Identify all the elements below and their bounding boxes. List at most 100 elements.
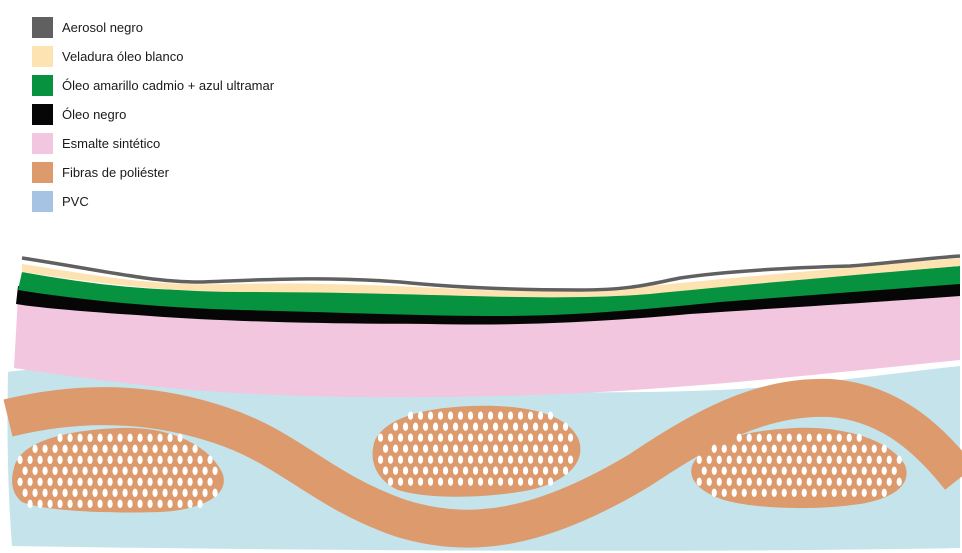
fiber-dot bbox=[877, 478, 882, 486]
fiber-dot bbox=[473, 445, 478, 453]
fiber-dot bbox=[468, 456, 473, 464]
fiber-dot bbox=[107, 434, 112, 442]
fiber-dot bbox=[67, 478, 72, 486]
fiber-dot bbox=[817, 456, 822, 464]
fiber-dot bbox=[533, 423, 538, 431]
fiber-dot bbox=[842, 489, 847, 497]
fiber-dot bbox=[167, 478, 172, 486]
fiber-dot bbox=[767, 478, 772, 486]
fiber-dot bbox=[548, 456, 553, 464]
fiber-dot bbox=[498, 412, 503, 420]
fiber-dot bbox=[772, 445, 777, 453]
fiber-dot bbox=[528, 456, 533, 464]
fiber-dot bbox=[792, 445, 797, 453]
fiber-dot bbox=[212, 489, 217, 497]
fiber-dot bbox=[32, 489, 37, 497]
fiber-dot bbox=[197, 500, 202, 508]
fiber-dot bbox=[182, 467, 187, 475]
fiber-dot bbox=[102, 445, 107, 453]
fiber-dot bbox=[458, 412, 463, 420]
fiber-dot bbox=[767, 434, 772, 442]
fiber-dot bbox=[137, 478, 142, 486]
fiber-dot bbox=[767, 456, 772, 464]
fiber-dot bbox=[413, 445, 418, 453]
fiber-dot bbox=[77, 434, 82, 442]
fiber-dot bbox=[433, 445, 438, 453]
fiber-dot bbox=[822, 445, 827, 453]
fiber-dot bbox=[458, 456, 463, 464]
fiber-dot bbox=[842, 467, 847, 475]
fiber-dot bbox=[722, 489, 727, 497]
fiber-dot bbox=[398, 434, 403, 442]
fiber-dot bbox=[737, 456, 742, 464]
fiber-dot bbox=[493, 423, 498, 431]
fiber-dot bbox=[807, 478, 812, 486]
fiber-dot bbox=[762, 467, 767, 475]
fiber-dot bbox=[568, 434, 573, 442]
fiber-dot bbox=[737, 434, 742, 442]
fiber-dot bbox=[112, 445, 117, 453]
fiber-dot bbox=[107, 456, 112, 464]
fiber-dot bbox=[533, 445, 538, 453]
fiber-dot bbox=[112, 467, 117, 475]
fiber-dot bbox=[797, 456, 802, 464]
fiber-dot bbox=[408, 434, 413, 442]
fiber-dot bbox=[538, 412, 543, 420]
fiber-dot bbox=[37, 500, 42, 508]
fiber-dot bbox=[167, 456, 172, 464]
fiber-dot bbox=[102, 467, 107, 475]
fiber-dot bbox=[433, 467, 438, 475]
fiber-dot bbox=[787, 478, 792, 486]
fiber-dot bbox=[77, 500, 82, 508]
fiber-dot bbox=[772, 467, 777, 475]
fiber-dot bbox=[897, 478, 902, 486]
fiber-dot bbox=[112, 489, 117, 497]
fiber-dot bbox=[493, 467, 498, 475]
fiber-dot bbox=[478, 412, 483, 420]
fiber-dot bbox=[157, 456, 162, 464]
fiber-dot bbox=[852, 467, 857, 475]
fiber-dot bbox=[777, 456, 782, 464]
fiber-dot bbox=[127, 434, 132, 442]
fiber-dot bbox=[882, 489, 887, 497]
fiber-dot bbox=[62, 445, 67, 453]
fiber-dot bbox=[782, 445, 787, 453]
fiber-dot bbox=[523, 467, 528, 475]
fiber-dot bbox=[428, 478, 433, 486]
fiber-dot bbox=[488, 478, 493, 486]
fiber-dot bbox=[378, 456, 383, 464]
fiber-dot bbox=[473, 467, 478, 475]
fiber-dot bbox=[777, 478, 782, 486]
fiber-dot bbox=[443, 423, 448, 431]
fiber-dot bbox=[862, 467, 867, 475]
fiber-dot bbox=[408, 412, 413, 420]
fiber-dot bbox=[32, 445, 37, 453]
fiber-dot bbox=[122, 467, 127, 475]
fiber-dot bbox=[852, 445, 857, 453]
fiber-dot bbox=[513, 467, 518, 475]
fiber-dot bbox=[72, 445, 77, 453]
fiber-dot bbox=[872, 445, 877, 453]
fiber-dot bbox=[747, 478, 752, 486]
fiber-dot bbox=[528, 434, 533, 442]
fiber-dot bbox=[872, 467, 877, 475]
fiber-dot bbox=[707, 478, 712, 486]
fiber-dot bbox=[508, 478, 513, 486]
fiber-dot bbox=[428, 434, 433, 442]
fiber-dot bbox=[192, 467, 197, 475]
fiber-dot bbox=[137, 434, 142, 442]
fiber-dot bbox=[438, 456, 443, 464]
fiber-dot bbox=[817, 434, 822, 442]
fiber-dot bbox=[82, 445, 87, 453]
fiber-dot bbox=[162, 445, 167, 453]
fiber-dot bbox=[47, 456, 52, 464]
fiber-dot bbox=[732, 445, 737, 453]
fiber-dot bbox=[418, 412, 423, 420]
fiber-dot bbox=[812, 467, 817, 475]
fiber-dot bbox=[192, 445, 197, 453]
fiber-dot bbox=[508, 456, 513, 464]
fiber-dot bbox=[453, 445, 458, 453]
fiber-dot bbox=[707, 456, 712, 464]
fiber-dot bbox=[847, 434, 852, 442]
fiber-dot bbox=[423, 445, 428, 453]
